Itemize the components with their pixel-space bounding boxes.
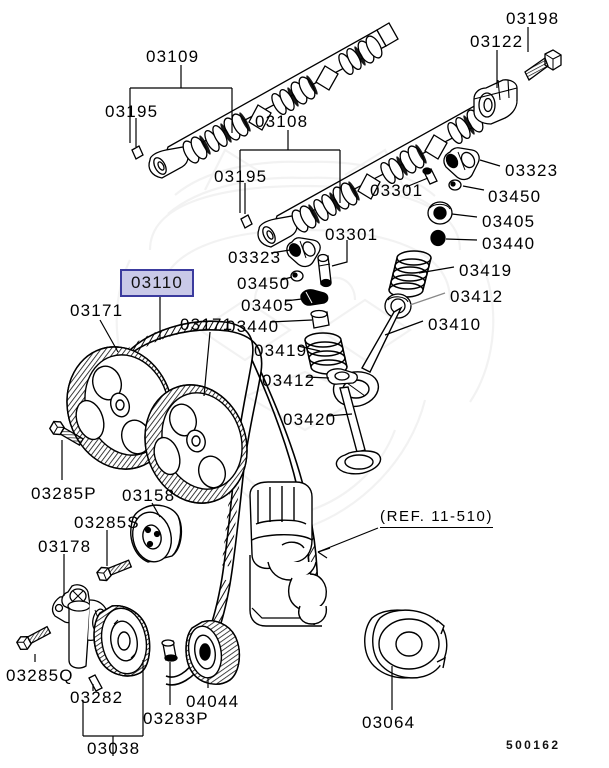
- seal-03405-right: [427, 201, 453, 225]
- camshaft-03108: [257, 97, 498, 248]
- part-label-03283P: 03283P: [143, 709, 209, 728]
- part-label-03420: 03420: [283, 410, 337, 429]
- part-label-03419-right: 03419: [459, 261, 513, 280]
- part-label-03122: 03122: [470, 32, 524, 51]
- part-label-04044: 04044: [186, 692, 240, 711]
- cam-sprocket-left-03171: [66, 346, 174, 470]
- seal-03405-left: [300, 289, 329, 306]
- part-label-03064: 03064: [362, 713, 416, 732]
- bolt-03198: [524, 49, 562, 81]
- spring-seat-03412-left: [326, 368, 358, 385]
- part-label-03323-left: 03323: [228, 248, 282, 267]
- crank-sprocket-03038: [93, 605, 151, 677]
- pivot-03450-right: [448, 179, 462, 191]
- rocker-arm-03323-left: [286, 237, 321, 268]
- nut-03283P: [161, 639, 178, 662]
- valve-spring-03419-right: [388, 250, 432, 298]
- engine-block-outline: [249, 481, 328, 627]
- pivot-03450-left: [290, 270, 304, 282]
- part-label-03109: 03109: [146, 47, 200, 66]
- part-label-03195-bottom: 03195: [214, 167, 268, 186]
- camshaft-03109: [148, 22, 399, 179]
- reference-note: (REF. 11-510): [380, 508, 494, 528]
- part-label-03198: 03198: [506, 9, 560, 28]
- part-label-03171-right: 03171: [180, 315, 234, 334]
- part-label-03171-left: 03171: [70, 301, 124, 320]
- part-label-03412-right: 03412: [450, 287, 504, 306]
- highlighted-part-label-03110[interactable]: 03110: [120, 269, 195, 297]
- bolt-03285S: [95, 556, 134, 584]
- part-label-03412-left: 03412: [262, 371, 316, 390]
- leader-lines: [34, 27, 529, 756]
- spring-seat-03412-right: [384, 293, 412, 319]
- bolt-03285Q: [14, 622, 53, 653]
- idler-pulley-03158: [130, 504, 183, 563]
- part-label-03405-right: 03405: [482, 212, 536, 231]
- oil-seal-03064: [364, 609, 448, 679]
- retainer-03440-left: [310, 309, 330, 329]
- key-03282: [88, 674, 103, 692]
- part-label-03285S: 03285S: [74, 513, 140, 532]
- part-label-03323-right: 03323: [505, 161, 559, 180]
- part-label-03285P: 03285P: [31, 484, 97, 503]
- plug-03195-bottom: [240, 214, 253, 229]
- part-label-03285Q: 03285Q: [6, 666, 74, 685]
- bearing-cap-03122: [473, 79, 518, 125]
- part-label-03282: 03282: [70, 688, 124, 707]
- cam-sprocket-right-03171: [144, 384, 248, 504]
- part-label-03301-left: 03301: [325, 225, 379, 244]
- crank-pulley-04044: [185, 620, 241, 685]
- lash-adjuster-03301-left: [317, 253, 332, 288]
- part-label-03301-right: 03301: [370, 181, 424, 200]
- part-label-03450-left: 03450: [237, 274, 291, 293]
- part-label-03410: 03410: [428, 315, 482, 334]
- valve-spring-03419-left: [304, 332, 348, 375]
- part-label-03405-left: 03405: [241, 296, 295, 315]
- part-label-03195-top: 03195: [105, 102, 159, 121]
- part-label-03440-right: 03440: [482, 234, 536, 253]
- plug-03195-top: [131, 145, 144, 160]
- part-label-03419-left: 03419: [254, 341, 308, 360]
- part-label-03108: 03108: [255, 112, 309, 131]
- part-label-03178: 03178: [38, 537, 92, 556]
- valve-03420: [335, 386, 382, 475]
- part-label-03038: 03038: [87, 739, 141, 758]
- rocker-arm-03323-right: [443, 147, 480, 181]
- lash-adjuster-03301-right: [422, 167, 438, 185]
- retainer-03440-right: [430, 229, 446, 247]
- part-label-03450-right: 03450: [488, 187, 542, 206]
- part-label-03158: 03158: [122, 486, 176, 505]
- drawing-code: 500162: [506, 738, 561, 752]
- part-label-03440-left: 03440: [226, 317, 280, 336]
